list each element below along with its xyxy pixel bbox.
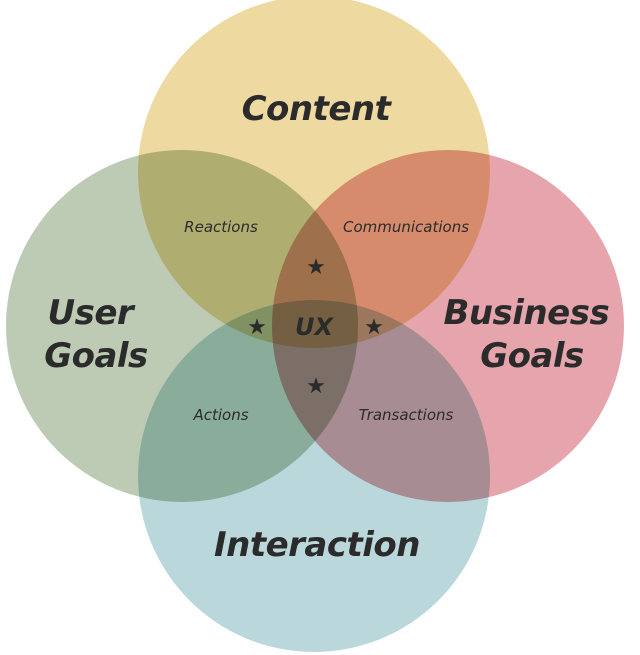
- intersection-labels: Reactions Communications Actions Transac…: [184, 218, 469, 424]
- label-user-goals: User Goals: [44, 293, 148, 376]
- label-user-goals-line-1: User: [47, 293, 135, 333]
- star-icon-top: ★: [306, 255, 326, 280]
- circle-interaction: [138, 300, 490, 652]
- label-user-goals-line-2: Goals: [44, 336, 148, 376]
- label-ux: UX: [295, 313, 334, 341]
- label-content-line-1: Content: [242, 89, 393, 129]
- label-transactions: Transactions: [359, 406, 454, 424]
- circles: [6, 0, 624, 652]
- star-icon-left: ★: [247, 315, 267, 340]
- star-icon-right: ★: [364, 315, 384, 340]
- label-business-goals-line-1: Business: [443, 293, 609, 333]
- label-communications: Communications: [343, 218, 469, 236]
- label-content: Content: [242, 89, 393, 129]
- star-icon-bottom: ★: [306, 374, 326, 399]
- center: UX ★ ★ ★ ★: [247, 255, 384, 399]
- label-business-goals: Business Goals: [443, 293, 620, 376]
- label-actions: Actions: [192, 406, 248, 424]
- label-interaction: Interaction: [214, 525, 420, 565]
- set-labels: Content User Goals Business Goals Intera…: [44, 89, 620, 565]
- label-business-goals-line-2: Goals: [480, 336, 584, 376]
- label-interaction-line-1: Interaction: [214, 525, 420, 565]
- label-reactions: Reactions: [184, 218, 258, 236]
